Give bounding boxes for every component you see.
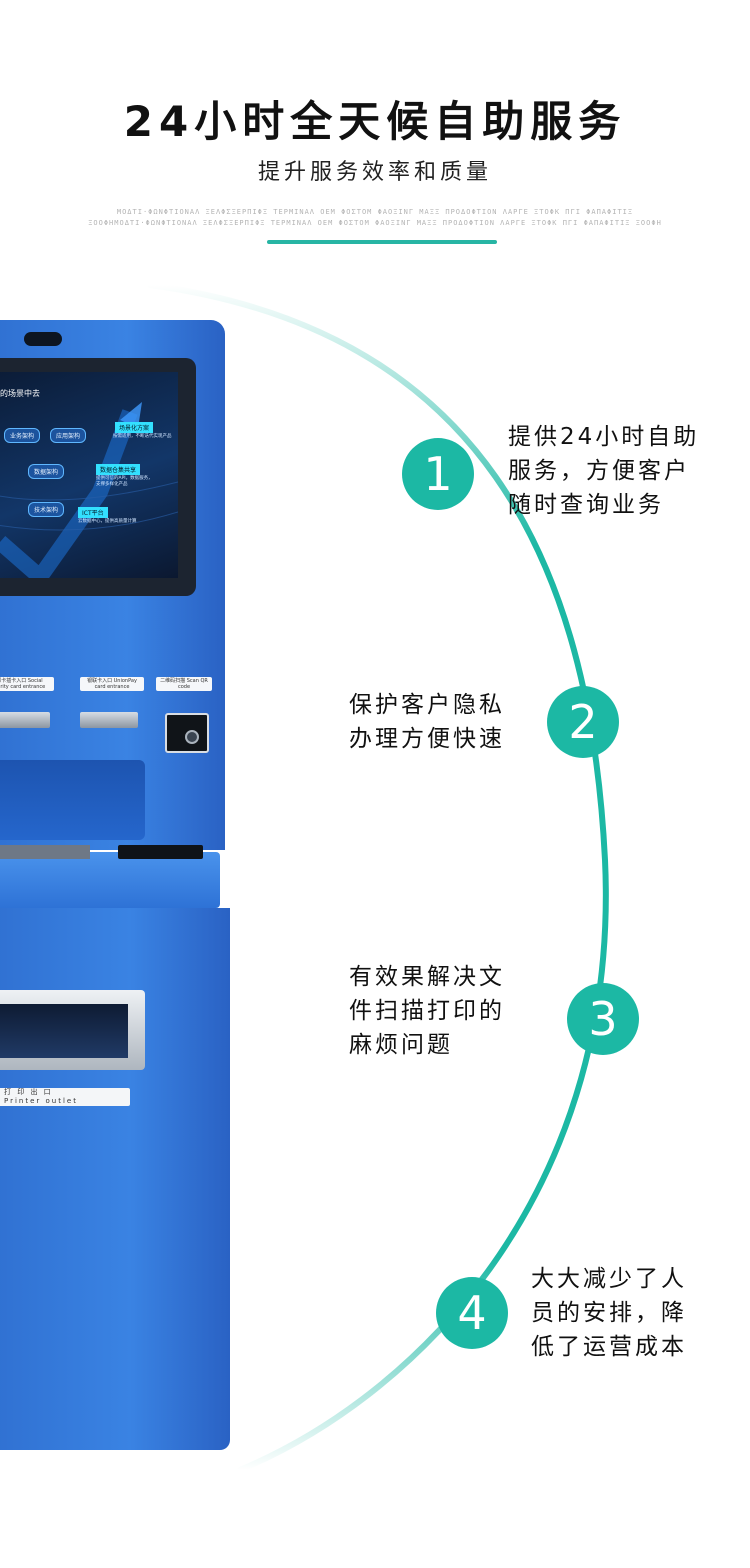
feature-text-2: 保护客户隐私 办理方便快速 — [349, 692, 505, 752]
feature-badge-3: 3 — [567, 983, 639, 1055]
page-title: 24小时全天候自助服务 — [123, 97, 627, 146]
camera-icon — [24, 332, 62, 346]
feature-badge-1: 1 — [402, 438, 474, 510]
screen-text: 云数据中心，提供高质量计算 — [78, 519, 137, 524]
feature-text-4: 大大减少了人 员的安排，降 低了运营成本 — [531, 1266, 687, 1360]
qr-scanner — [165, 713, 209, 753]
screen-tag: 数据仓集共享 — [96, 464, 141, 475]
screen-graphic — [0, 402, 178, 578]
page-subtitle: 提升服务效率和质量 — [257, 160, 492, 185]
card-slot — [80, 712, 138, 728]
printer-outlet-label: ⎙ 打 印 出 口 Printer outlet — [0, 1088, 130, 1106]
screen-tag: 场景化方案 — [115, 422, 154, 433]
scanner-lens-icon — [185, 730, 199, 744]
feature-text-3: 有效果解决文 件扫描打印的 麻烦问题 — [349, 964, 505, 1058]
screen-node: 应用架构 — [50, 428, 87, 443]
kiosk-shelf — [0, 852, 220, 908]
keypad — [0, 845, 90, 859]
feature-badge-4: 4 — [436, 1277, 508, 1349]
screen-tag: ICT平台 — [78, 507, 108, 518]
unionpay-slot-label: 银联卡入口 UnionPay card entrance — [80, 677, 144, 691]
title-underline — [267, 240, 497, 244]
screen-text: 按需适用，不断迭代实现产品 — [113, 434, 172, 439]
card-slot — [0, 712, 50, 728]
nfc-reader — [118, 845, 203, 859]
social-card-slot-label: 社保卡插卡入口 Social security card entrance — [0, 677, 54, 691]
printer-label-text: 打 印 出 口 Printer outlet — [4, 1088, 78, 1105]
printer-outlet — [0, 1004, 128, 1058]
kiosk-recess — [0, 760, 145, 840]
screen-node: 技术架构 — [28, 502, 65, 517]
feature-text-1: 提供24小时自助 服务，方便客户 随时查询业务 — [508, 424, 700, 518]
kiosk-screen: 的场景中去 业务架构 应用架构 数据架构 技术架构 场景化方案 按需适用，不断迭… — [0, 372, 178, 578]
feature-badge-2: 2 — [547, 686, 619, 758]
decorative-text-line: ΞΟΟΦΗΜΟΔΤΙ·ΦΩΝΦΤIONAΛ ΞΕΛΦΣΞΕΡΠIΦΞ ΤΕΡΜΙ… — [88, 219, 662, 227]
decorative-text-line: MOΔTI·ΦΩΝΦΤIONAΛ ΞΕΛΦΣΞΕΡΠIΦΞ ΤΕΡΜΙΝΑΛ Ο… — [116, 208, 634, 216]
qr-scanner-label: 二维码扫描 Scan QR code — [156, 677, 212, 691]
screen-node: 业务架构 — [4, 428, 41, 443]
kiosk-illustration: 的场景中去 业务架构 应用架构 数据架构 技术架构 场景化方案 按需适用，不断迭… — [0, 320, 230, 1450]
screen-text: 提供可信的API，数据服务，支撑多样化产品 — [96, 476, 153, 487]
screen-heading: 的场景中去 — [0, 389, 40, 398]
screen-node: 数据架构 — [28, 464, 65, 479]
